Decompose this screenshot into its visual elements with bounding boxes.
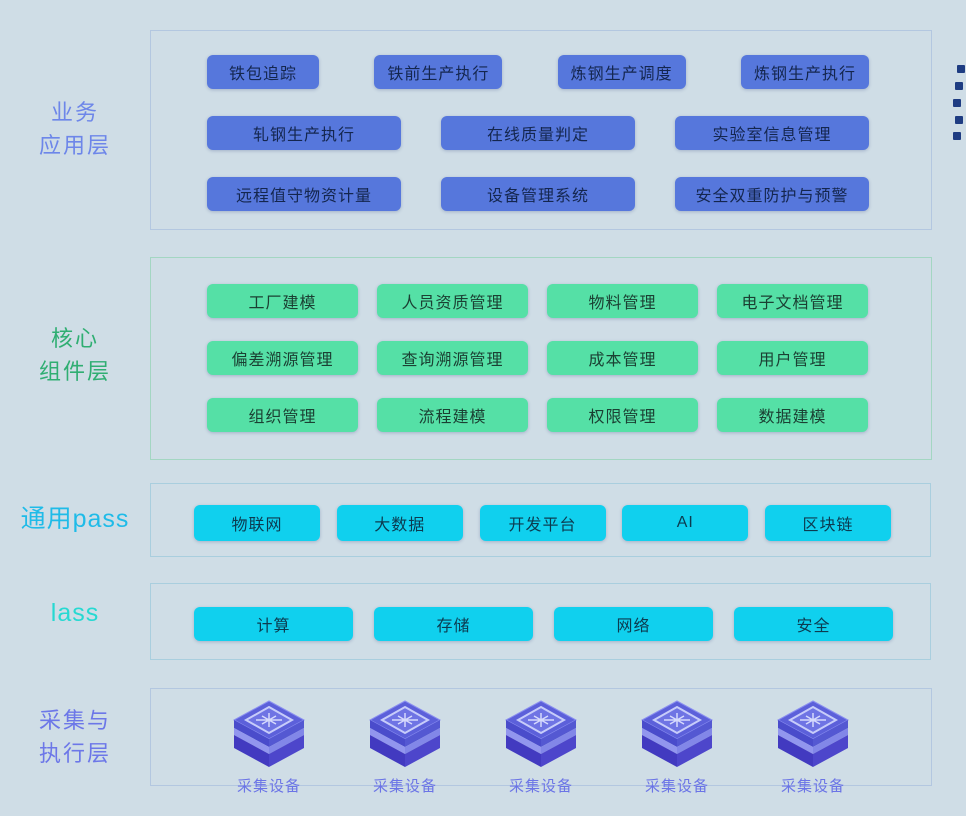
device-row: 采集设备 采集设备	[213, 697, 869, 796]
layer-label-line: 应用层	[38, 133, 111, 158]
device-label: 采集设备	[780, 778, 845, 795]
button-row: 物联网 大数据 开发平台 AI 区块链	[194, 505, 891, 541]
button-row: 轧钢生产执行 在线质量判定 实验室信息管理	[207, 116, 869, 150]
paas-button[interactable]: 大数据	[336, 505, 463, 541]
button-row: 工厂建模 人员资质管理 物料管理 电子文档管理	[207, 284, 868, 318]
layer-label-line: 通用pass	[20, 505, 130, 533]
paas-button[interactable]: 开发平台	[479, 505, 606, 541]
app-button[interactable]: 在线质量判定	[441, 116, 635, 150]
component-button[interactable]: 数据建模	[717, 398, 868, 432]
component-button[interactable]: 物料管理	[547, 284, 698, 318]
collection-device: 采集设备	[213, 697, 325, 796]
component-button[interactable]: 组织管理	[207, 398, 358, 432]
paas-button[interactable]: 物联网	[194, 505, 320, 541]
layer-label-line: 组件层	[38, 359, 111, 384]
component-button[interactable]: 电子文档管理	[717, 284, 868, 318]
device-cube-icon	[640, 700, 714, 767]
app-button[interactable]: 远程值守物资计量	[207, 177, 401, 211]
layer-label-collection-execution: 采集与 执行层	[0, 704, 150, 770]
app-button[interactable]: 炼钢生产执行	[740, 55, 869, 89]
iaas-button[interactable]: 计算	[194, 607, 353, 641]
device-cube-icon	[368, 700, 442, 767]
app-button[interactable]: 设备管理系统	[441, 177, 635, 211]
iaas-button[interactable]: 存储	[374, 607, 533, 641]
device-label: 采集设备	[508, 778, 573, 795]
layer-label-line: 执行层	[38, 741, 111, 766]
paas-button[interactable]: 区块链	[765, 505, 891, 541]
component-button[interactable]: 权限管理	[547, 398, 698, 432]
layer-label-line: 核心	[50, 326, 99, 351]
layer-label-core-components: 核心 组件层	[0, 322, 150, 388]
app-button[interactable]: 实验室信息管理	[675, 116, 869, 150]
paas-button[interactable]: AI	[622, 505, 749, 541]
component-button[interactable]: 偏差溯源管理	[207, 341, 358, 375]
device-label: 采集设备	[644, 778, 709, 795]
layer-label-iaas: lass	[0, 597, 150, 630]
edge-dash-icon	[953, 132, 961, 140]
collection-device: 采集设备	[757, 697, 869, 796]
component-button[interactable]: 用户管理	[717, 341, 868, 375]
component-button[interactable]: 流程建模	[377, 398, 528, 432]
component-button[interactable]: 人员资质管理	[377, 284, 528, 318]
device-cube-icon	[776, 700, 850, 767]
component-button[interactable]: 成本管理	[547, 341, 698, 375]
device-label: 采集设备	[236, 778, 301, 795]
device-label: 采集设备	[372, 778, 437, 795]
device-cube-icon	[232, 700, 306, 767]
layer-label-line: 采集与	[38, 708, 111, 733]
button-row: 计算 存储 网络 安全	[194, 607, 893, 641]
panel-common-paas: 物联网 大数据 开发平台 AI 区块链	[150, 483, 931, 557]
button-row: 铁包追踪 铁前生产执行 炼钢生产调度 炼钢生产执行	[207, 55, 869, 89]
collection-device: 采集设备	[621, 697, 733, 796]
app-button[interactable]: 铁前生产执行	[374, 55, 503, 89]
panel-collection-execution: 采集设备 采集设备	[150, 688, 932, 795]
edge-dash-icon	[953, 99, 961, 107]
collection-device: 采集设备	[485, 697, 597, 796]
collection-device: 采集设备	[349, 697, 461, 796]
panel-iaas: 计算 存储 网络 安全	[150, 583, 931, 660]
component-button[interactable]: 查询溯源管理	[377, 341, 528, 375]
panel-core-components: 工厂建模 人员资质管理 物料管理 电子文档管理 偏差溯源管理 查询溯源管理 成本…	[150, 257, 932, 460]
iaas-button[interactable]: 安全	[734, 607, 893, 641]
edge-dash-icon	[955, 82, 963, 90]
app-button[interactable]: 铁包追踪	[207, 55, 319, 89]
app-button[interactable]: 安全双重防护与预警	[675, 177, 869, 211]
layer-label-line: 业务	[50, 100, 99, 125]
device-cube-icon	[504, 700, 578, 767]
edge-dash-icon	[955, 116, 963, 124]
edge-dash-icon	[957, 65, 965, 73]
layer-label-common-paas: 通用pass	[0, 503, 150, 536]
button-row: 远程值守物资计量 设备管理系统 安全双重防护与预警	[207, 177, 869, 211]
layer-label-line: lass	[50, 599, 100, 627]
component-button[interactable]: 工厂建模	[207, 284, 358, 318]
app-button[interactable]: 轧钢生产执行	[207, 116, 401, 150]
iaas-button[interactable]: 网络	[554, 607, 713, 641]
panel-business-application: 铁包追踪 铁前生产执行 炼钢生产调度 炼钢生产执行 轧钢生产执行 在线质量判定 …	[150, 30, 932, 230]
button-row: 偏差溯源管理 查询溯源管理 成本管理 用户管理	[207, 341, 868, 375]
app-button[interactable]: 炼钢生产调度	[557, 55, 686, 89]
layer-label-business-application: 业务 应用层	[0, 96, 150, 162]
button-row: 组织管理 流程建模 权限管理 数据建模	[207, 398, 868, 432]
